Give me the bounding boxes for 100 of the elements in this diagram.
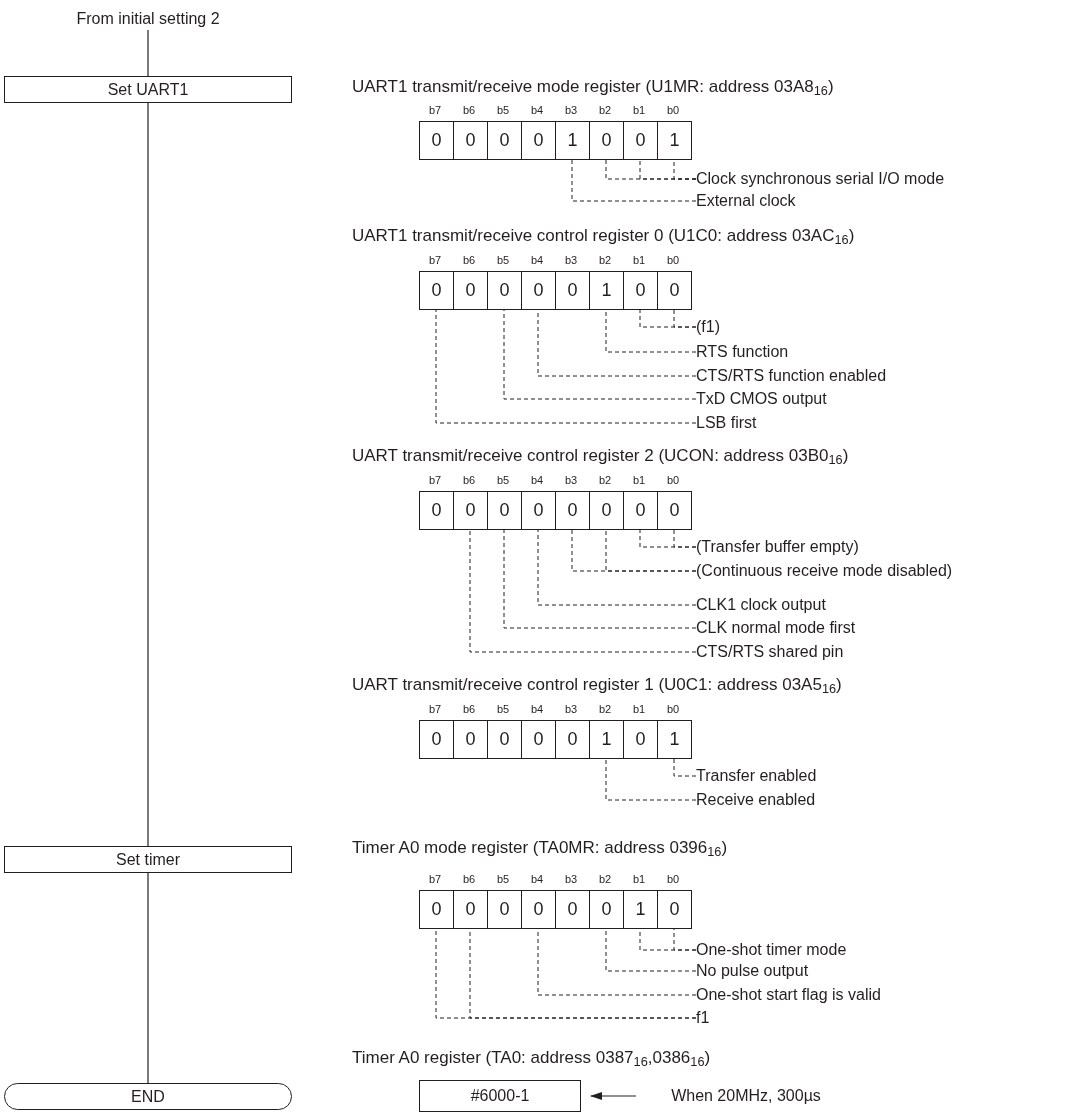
bit-label: b1 xyxy=(633,254,646,267)
leader-line xyxy=(605,928,697,972)
bit-cell: 1 xyxy=(555,121,590,160)
bit-label: b7 xyxy=(429,254,442,267)
bit-cell: 0 xyxy=(453,491,488,530)
bit-cell: 0 xyxy=(555,720,590,759)
terminator: END xyxy=(4,1083,292,1110)
leader-line xyxy=(673,529,697,548)
bit-cell: 0 xyxy=(487,491,522,530)
bit-label: b0 xyxy=(667,104,680,117)
bit-cell: 0 xyxy=(657,271,692,310)
bit-label: b5 xyxy=(497,104,510,117)
bit-cell: 0 xyxy=(589,890,624,929)
flow-line xyxy=(147,102,149,847)
bit-label: b7 xyxy=(429,873,442,886)
process-box: Set timer xyxy=(4,846,292,873)
bit-cell: 0 xyxy=(453,271,488,310)
bit-label: b3 xyxy=(565,703,578,716)
leader-line xyxy=(605,529,697,572)
bit-cell: 0 xyxy=(419,491,454,530)
bit-cell: 0 xyxy=(487,890,522,929)
bit-cell: 0 xyxy=(521,720,556,759)
register-title: Timer A0 mode register (TA0MR: address 0396$_{16}$) xyxy=(352,838,728,858)
arrow xyxy=(590,1092,637,1100)
bit-label: b5 xyxy=(497,254,510,267)
bit-cell: 0 xyxy=(623,121,658,160)
bit-label: b6 xyxy=(463,474,476,487)
bit-label: b7 xyxy=(429,703,442,716)
bit-cell: 0 xyxy=(555,491,590,530)
bit-cell: 0 xyxy=(623,271,658,310)
register-title: Timer A0 register (TA0: address 0387$_{16}$,0386$_{16}$) xyxy=(352,1048,711,1068)
flow-line xyxy=(147,872,149,1084)
process-box: Set UART1 xyxy=(4,76,292,103)
bit-cell: 0 xyxy=(555,890,590,929)
bit-cell: 0 xyxy=(521,491,556,530)
bit-description: One-shot start flag is valid xyxy=(696,985,881,1005)
bit-label: b5 xyxy=(497,474,510,487)
register-title: UART1 transmit/receive control register 0 (U1C0: address 03AC$_{16}$) xyxy=(352,226,855,246)
bit-cell: 0 xyxy=(419,271,454,310)
leader-line xyxy=(537,529,697,606)
register-title: UART transmit/receive control register 2 (UCON: address 03B0$_{16}$) xyxy=(352,446,849,466)
bit-cell: 0 xyxy=(521,271,556,310)
bit-label: b7 xyxy=(429,104,442,117)
bit-description: Transfer enabled xyxy=(696,766,817,786)
bit-label: b1 xyxy=(633,474,646,487)
bit-description: RTS function xyxy=(696,342,789,362)
bit-label: b6 xyxy=(463,873,476,886)
bit-description: TxD CMOS output xyxy=(696,389,827,409)
bit-label: b4 xyxy=(531,254,544,267)
bit-cell: 1 xyxy=(623,890,658,929)
leader-line xyxy=(503,529,697,629)
bit-cell: 1 xyxy=(589,720,624,759)
bit-cell: 0 xyxy=(521,890,556,929)
bit-cell: 0 xyxy=(419,890,454,929)
bit-label: b1 xyxy=(633,873,646,886)
leader-line xyxy=(673,758,697,777)
bit-cell: 0 xyxy=(419,121,454,160)
bit-label: b3 xyxy=(565,254,578,267)
leader-line xyxy=(469,529,697,653)
bit-label: b0 xyxy=(667,254,680,267)
bit-cell: 0 xyxy=(623,720,658,759)
bit-description: f1 xyxy=(696,1008,710,1028)
bit-label: b5 xyxy=(497,703,510,716)
bit-label: b3 xyxy=(565,873,578,886)
bit-description: CTS/RTS function enabled xyxy=(696,366,887,386)
bit-cell: 0 xyxy=(657,890,692,929)
register-title: UART1 transmit/receive mode register (U1MR: address 03A8$_{16}$) xyxy=(352,77,834,97)
process-box: #6000-1 xyxy=(419,1080,581,1112)
flow-line xyxy=(147,29,149,77)
bit-cell: 0 xyxy=(487,720,522,759)
bit-label: b0 xyxy=(667,873,680,886)
bit-cell: 0 xyxy=(589,121,624,160)
bit-label: b6 xyxy=(463,104,476,117)
bit-description: One-shot timer mode xyxy=(696,940,847,960)
bit-cell: 0 xyxy=(453,121,488,160)
bit-cell: 1 xyxy=(657,720,692,759)
bit-cell: 0 xyxy=(521,121,556,160)
bit-description: Receive enabled xyxy=(696,790,816,810)
bit-label: b2 xyxy=(599,104,612,117)
bit-label: b7 xyxy=(429,474,442,487)
bit-cell: 0 xyxy=(487,271,522,310)
bit-cell: 0 xyxy=(487,121,522,160)
bit-label: b1 xyxy=(633,104,646,117)
bit-label: b1 xyxy=(633,703,646,716)
bit-cell: 0 xyxy=(623,491,658,530)
bit-label: b2 xyxy=(599,254,612,267)
bit-description: No pulse output xyxy=(696,961,809,981)
bit-description: Clock synchronous serial I/O mode xyxy=(696,169,945,189)
bit-description: LSB first xyxy=(696,413,757,433)
bit-label: b4 xyxy=(531,474,544,487)
bit-cell: 1 xyxy=(657,121,692,160)
leader-line xyxy=(571,159,697,202)
bit-cell: 0 xyxy=(453,720,488,759)
bit-cell: 0 xyxy=(453,890,488,929)
bit-label: b2 xyxy=(599,474,612,487)
bit-description: CLK1 clock output xyxy=(696,595,826,615)
flow-text: From initial setting 2 xyxy=(58,8,238,30)
bit-label: b4 xyxy=(531,873,544,886)
bit-label: b5 xyxy=(497,873,510,886)
bit-description: CTS/RTS shared pin xyxy=(696,642,844,662)
